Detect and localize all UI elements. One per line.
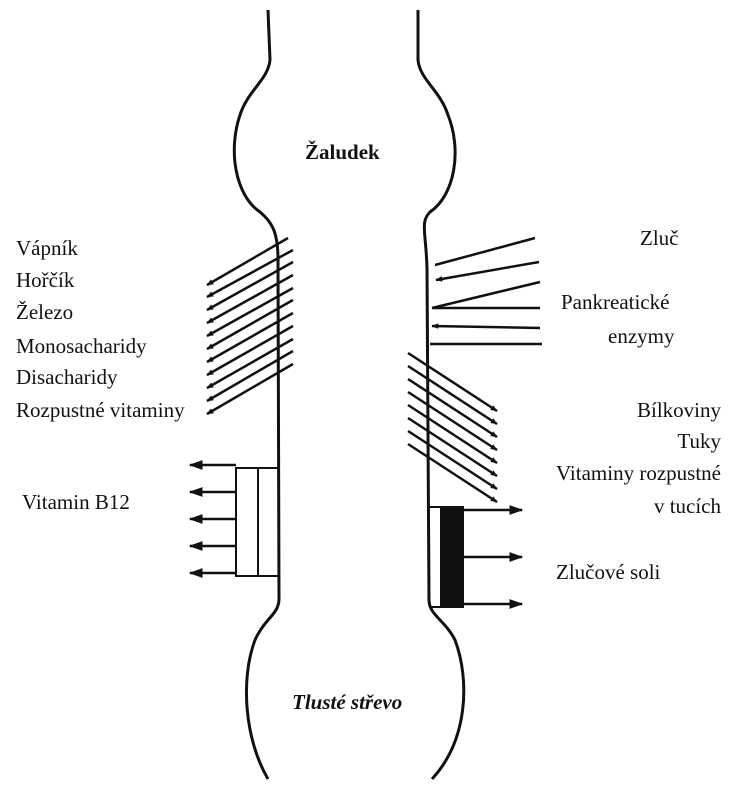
- bile-salts-absorption-zone: [441, 507, 463, 607]
- label-pancreatic: Pankreatické: [561, 292, 669, 313]
- label-iron: Železo: [16, 302, 73, 323]
- tube-right-wall: [418, 10, 464, 779]
- pancreatic-duct: [430, 282, 542, 344]
- left-absorption-arrows: [207, 238, 293, 414]
- label-magnesium: Hořčík: [16, 270, 74, 291]
- label-disaccharides: Disacharidy: [16, 367, 117, 388]
- colon-label: Tlusté střevo: [292, 692, 402, 713]
- label-enzymes: enzymy: [608, 326, 674, 347]
- bile-salts-arrows: [463, 510, 522, 604]
- label-bile: Zluč: [640, 228, 678, 249]
- label-proteins: Bílkoviny: [637, 400, 721, 421]
- label-fat-soluble-vitamins: Vitaminy rozpustné: [556, 463, 721, 484]
- right-absorption-arrows: [408, 353, 497, 502]
- b12-arrows: [190, 465, 236, 573]
- label-soluble-vitamins: Rozpustné vitaminy: [16, 400, 185, 421]
- label-monosaccharides: Monosacharidy: [16, 336, 147, 357]
- label-bile-salts: Zlučové soli: [556, 562, 660, 583]
- label-fats: Tuky: [677, 431, 721, 452]
- label-vitamin-b12: Vitamin B12: [22, 492, 130, 513]
- b12-absorption-zone: [236, 468, 258, 576]
- stomach-label: Žaludek: [305, 142, 380, 163]
- bile-duct: [435, 238, 539, 280]
- label-calcium: Vápník: [16, 238, 78, 259]
- label-in-fats: v tucích: [654, 496, 721, 517]
